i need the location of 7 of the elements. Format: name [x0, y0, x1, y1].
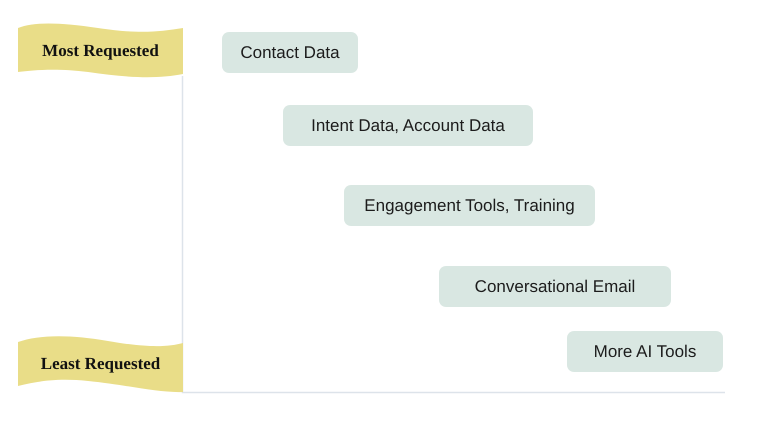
feature-box: Contact Data [222, 32, 358, 73]
ribbon-banner: Least Requested [18, 335, 183, 393]
feature-box: Conversational Email [439, 266, 671, 307]
feature-box: More AI Tools [567, 331, 723, 372]
feature-box: Intent Data, Account Data [283, 105, 533, 146]
ribbon-banner: Most Requested [18, 22, 183, 79]
feature-box: Engagement Tools, Training [344, 185, 595, 226]
